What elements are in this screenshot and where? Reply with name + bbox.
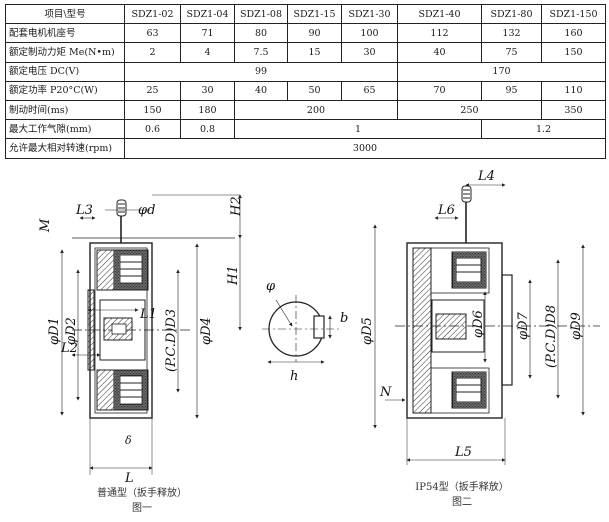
header-label: 项目\型号 — [5, 3, 125, 25]
dim-l3: L3 — [75, 203, 93, 218]
table-cell: 132 — [481, 23, 542, 44]
table-cell: 99 — [124, 61, 398, 82]
dim-d5: φD5 — [360, 317, 375, 345]
table-cell: 95 — [481, 80, 542, 101]
model-header: SDZ1-02 — [124, 3, 181, 25]
dim-n: N — [379, 385, 392, 400]
dim-l2: L2 — [60, 341, 78, 356]
model-header: SDZ1-150 — [541, 3, 606, 25]
table-cell: 110 — [541, 80, 606, 101]
table-cell: 75 — [481, 42, 542, 63]
spec-table: 项目\型号 SDZ1-02 SDZ1-04 SDZ1-08 SDZ1-15 SD… — [5, 3, 606, 159]
dim-l: L — [124, 471, 134, 486]
dim-l1: L1 — [139, 307, 157, 322]
table-cell: 250 — [397, 99, 542, 121]
table-row: 最大工作气隙(mm) 0.6 0.8 1 1.2 — [5, 119, 606, 140]
dim-b: b — [340, 311, 348, 326]
dim-d1: φD1 — [47, 317, 62, 345]
caption-type-label: 普通型（扳手释放） — [97, 488, 187, 499]
row-label: 额定制动力矩 Me(N•m) — [5, 42, 125, 63]
dim-pcd-d3: (P.C.D)D3 — [164, 309, 179, 372]
figure-label: 图二 — [452, 497, 472, 508]
table-cell: 71 — [180, 23, 235, 44]
table-cell: 150 — [541, 42, 606, 63]
model-header: SDZ1-04 — [180, 3, 235, 25]
table-cell: 40 — [397, 42, 482, 63]
dim-delta: δ — [125, 434, 132, 447]
dim-d4: φD4 — [199, 317, 214, 345]
table-row: 制动时间(ms) 150 180 200 250 350 — [5, 99, 606, 121]
table-cell: 350 — [541, 99, 606, 121]
figure-label: 图一 — [132, 503, 152, 514]
caption-figure-one: 普通型（扳手释放） 图一 — [97, 484, 187, 514]
table-cell: 30 — [180, 80, 235, 101]
row-label: 配套电机机座号 — [5, 23, 125, 44]
row-label: 最大工作气隙(mm) — [5, 119, 125, 140]
caption-figure-two: IP54型（扳手释放） 图二 — [412, 478, 512, 508]
table-cell: 80 — [234, 23, 288, 44]
dim-m: M — [38, 218, 53, 233]
table-cell: 3000 — [124, 138, 606, 159]
table-cell: 50 — [287, 80, 342, 101]
table-row: 额定电压 DC(V) 99 170 — [5, 61, 606, 82]
table-cell: 15 — [287, 42, 342, 63]
caption-type-label: IP54型（扳手释放） — [415, 482, 509, 493]
table-cell: 112 — [397, 23, 482, 44]
table-cell: 0.8 — [180, 119, 235, 140]
drawing-one — [60, 194, 242, 475]
dim-l6: L6 — [437, 203, 455, 218]
row-label: 允许最大相对转速(rpm) — [5, 138, 125, 159]
row-label: 额定电压 DC(V) — [5, 61, 125, 82]
table-cell: 180 — [180, 99, 235, 121]
key-section — [262, 295, 340, 364]
table-cell: 0.6 — [124, 119, 181, 140]
table-row: 配套电机机座号 63 71 80 90 100 112 132 160 — [5, 23, 606, 44]
table-cell: 70 — [397, 80, 482, 101]
table-cell: 63 — [124, 23, 181, 44]
table-row: 允许最大相对转速(rpm) 3000 — [5, 138, 606, 159]
table-cell: 160 — [541, 23, 606, 44]
dim-phi-d: φd — [138, 203, 155, 218]
drawing-two — [373, 183, 600, 465]
dim-d7: φD7 — [516, 311, 531, 340]
row-label: 额定功率 P20°C(W) — [5, 80, 125, 101]
model-header: SDZ1-30 — [341, 3, 398, 25]
dim-d9: φD9 — [569, 312, 584, 340]
table-cell: 4 — [180, 42, 235, 63]
dim-h2: H2 — [229, 196, 244, 217]
table-header-row: 项目\型号 SDZ1-02 SDZ1-04 SDZ1-08 SDZ1-15 SD… — [5, 3, 606, 25]
dim-d6: φD6 — [471, 310, 486, 338]
table-cell: 40 — [234, 80, 288, 101]
table-cell: 100 — [341, 23, 398, 44]
model-header: SDZ1-08 — [234, 3, 288, 25]
dim-phi: φ — [266, 279, 276, 294]
dim-l5: L5 — [454, 445, 472, 460]
brake-drawings: L3 φd H2 M H1 φD1 φD2 L1 (P.C.D)D3 φD4 L… — [38, 170, 600, 486]
dim-h1: H1 — [226, 265, 241, 286]
table-cell: 1 — [234, 119, 482, 140]
table-cell: 170 — [397, 61, 606, 82]
model-header: SDZ1-15 — [287, 3, 342, 25]
table-cell: 200 — [234, 99, 398, 121]
dim-d2: φD2 — [64, 317, 79, 345]
table-row: 额定功率 P20°C(W) 25 30 40 50 65 70 95 110 — [5, 80, 606, 101]
dim-h: h — [290, 369, 298, 384]
table-cell: 65 — [341, 80, 398, 101]
table-cell: 25 — [124, 80, 181, 101]
table-cell: 30 — [341, 42, 398, 63]
table-cell: 2 — [124, 42, 181, 63]
table-cell: 1.2 — [481, 119, 606, 140]
table-cell: 150 — [124, 99, 181, 121]
table-cell: 90 — [287, 23, 342, 44]
dim-l4: L4 — [477, 170, 495, 184]
table-row: 额定制动力矩 Me(N•m) 2 4 7.5 15 30 40 75 150 — [5, 42, 606, 63]
dim-pcd-d8: (P.C.D)D8 — [544, 305, 559, 368]
model-header: SDZ1-40 — [397, 3, 482, 25]
table-cell: 7.5 — [234, 42, 288, 63]
row-label: 制动时间(ms) — [5, 99, 125, 121]
model-header: SDZ1-80 — [481, 3, 542, 25]
